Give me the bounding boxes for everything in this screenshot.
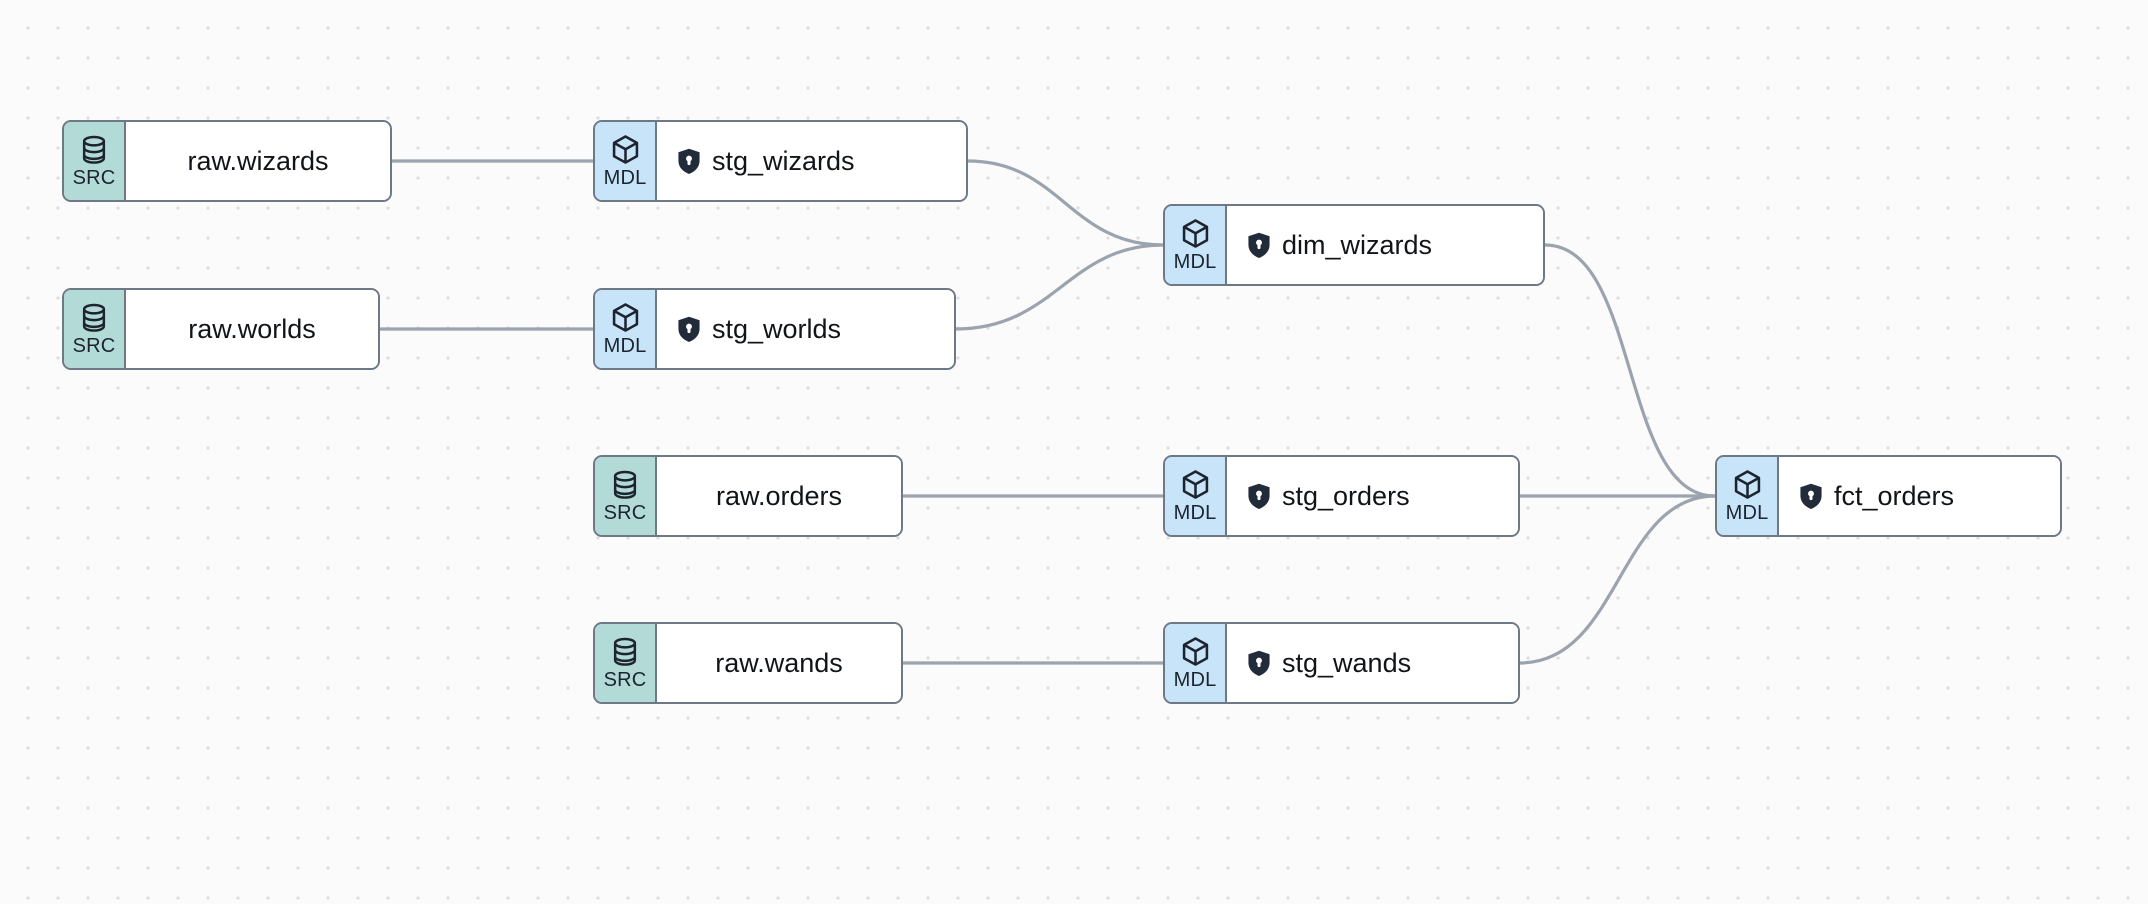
node-raw-wizards[interactable]: SRC raw.wizards — [62, 120, 392, 202]
node-badge-mdl: MDL — [1165, 624, 1227, 702]
node-label: fct_orders — [1834, 480, 1955, 511]
node-label: raw.orders — [715, 480, 843, 511]
node-raw-orders[interactable]: SRC raw.orders — [593, 455, 903, 537]
node-body: stg_wizards — [657, 122, 966, 200]
node-label: stg_wizards — [712, 145, 855, 176]
node-badge-label: SRC — [603, 668, 647, 691]
node-label: stg_orders — [1282, 480, 1410, 511]
edge-stg-wizards-to-dim-wizards — [966, 159, 1165, 247]
node-stg-orders[interactable]: MDL stg_orders — [1163, 455, 1520, 537]
cube-icon — [1180, 469, 1211, 502]
node-badge-src: SRC — [595, 624, 657, 702]
node-badge-mdl: MDL — [1165, 457, 1227, 535]
cube-icon — [610, 302, 641, 335]
node-dim-wizards[interactable]: MDL dim_wizards — [1163, 204, 1545, 286]
node-badge-label: MDL — [1725, 502, 1769, 524]
node-body: raw.wizards — [126, 122, 390, 200]
node-body: raw.worlds — [126, 290, 378, 368]
node-body: fct_orders — [1779, 457, 2060, 535]
database-icon — [79, 135, 109, 167]
node-body: dim_wizards — [1227, 206, 1543, 284]
database-icon — [79, 303, 109, 335]
edge-dim-wizards-to-fct-orders — [1543, 243, 1717, 498]
cube-icon — [1180, 218, 1211, 251]
node-badge-mdl: MDL — [1717, 457, 1779, 535]
edge-stg-worlds-to-dim-wizards — [954, 243, 1165, 331]
node-body: stg_wands — [1227, 624, 1518, 702]
shield-lock-icon — [1247, 483, 1271, 510]
shield-lock-icon — [1247, 232, 1271, 259]
node-label: raw.wizards — [187, 145, 329, 176]
node-stg-wands[interactable]: MDL stg_wands — [1163, 622, 1520, 704]
node-label: raw.wands — [715, 647, 843, 678]
database-icon — [610, 637, 640, 669]
cube-icon — [1732, 469, 1763, 502]
node-badge-label: MDL — [603, 335, 647, 357]
node-badge-src: SRC — [64, 122, 126, 200]
node-body: raw.orders — [657, 457, 901, 535]
node-label: raw.worlds — [188, 313, 316, 344]
node-badge-mdl: MDL — [1165, 206, 1227, 284]
node-badge-label: MDL — [1173, 502, 1217, 524]
edge-stg-wands-to-fct-orders — [1518, 494, 1717, 665]
node-body: stg_worlds — [657, 290, 954, 368]
node-stg-wizards[interactable]: MDL stg_wizards — [593, 120, 968, 202]
database-icon — [610, 470, 640, 502]
node-badge-mdl: MDL — [595, 290, 657, 368]
node-badge-mdl: MDL — [595, 122, 657, 200]
node-badge-src: SRC — [595, 457, 657, 535]
node-body: raw.wands — [657, 624, 901, 702]
node-badge-label: SRC — [603, 501, 647, 524]
shield-lock-icon — [1799, 483, 1823, 510]
node-badge-label: SRC — [72, 334, 116, 357]
node-label: stg_worlds — [712, 313, 842, 344]
node-badge-label: MDL — [1173, 251, 1217, 273]
node-fct-orders[interactable]: MDL fct_orders — [1715, 455, 2062, 537]
node-label: stg_wands — [1282, 647, 1412, 678]
node-raw-worlds[interactable]: SRC raw.worlds — [62, 288, 380, 370]
cube-icon — [610, 134, 641, 167]
cube-icon — [1180, 636, 1211, 669]
node-body: stg_orders — [1227, 457, 1518, 535]
shield-lock-icon — [1247, 650, 1271, 677]
node-badge-label: SRC — [72, 166, 116, 189]
node-badge-src: SRC — [64, 290, 126, 368]
node-badge-label: MDL — [1173, 669, 1217, 691]
node-badge-label: MDL — [603, 167, 647, 189]
shield-lock-icon — [677, 148, 701, 175]
node-stg-worlds[interactable]: MDL stg_worlds — [593, 288, 956, 370]
node-raw-wands[interactable]: SRC raw.wands — [593, 622, 903, 704]
shield-lock-icon — [677, 316, 701, 343]
node-label: dim_wizards — [1282, 229, 1433, 260]
